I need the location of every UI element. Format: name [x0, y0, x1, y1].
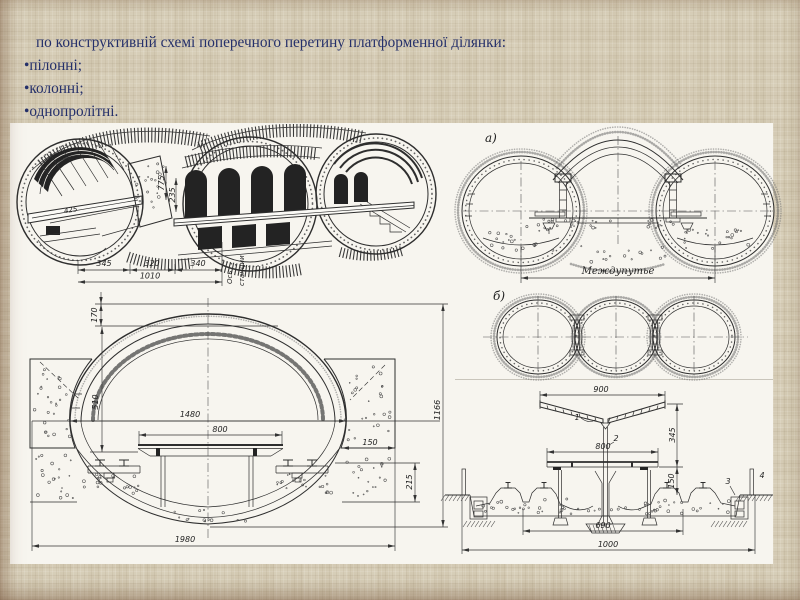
svg-text:150: 150: [667, 473, 676, 488]
svg-text:775: 775: [157, 175, 166, 190]
svg-text:800: 800: [595, 442, 610, 451]
surface-station-drawing: 900 1 2 345 150 800: [440, 385, 773, 554]
svg-text:2: 2: [613, 434, 618, 443]
single-vault-station-drawing: 170 510 1480 800 150 215 1166 1980: [29, 292, 448, 551]
svg-text:1: 1: [574, 413, 579, 422]
column-station-drawing: Междупутье а): [454, 126, 782, 283]
svg-text:170: 170: [90, 307, 99, 322]
slide-title: по конструктивній схемі поперечного пере…: [36, 34, 506, 51]
three-circle-station-drawing: б): [483, 289, 748, 381]
svg-text:340: 340: [190, 259, 205, 268]
svg-text:Ось: Ось: [226, 271, 234, 284]
svg-text:4: 4: [759, 471, 764, 480]
svg-text:станции: станции: [238, 255, 246, 286]
svg-text:1010: 1010: [140, 272, 160, 281]
svg-text:800: 800: [212, 425, 227, 434]
pylon-station-drawing: 425 345 320 340 1010 Ось станции 775 235: [16, 124, 437, 286]
svg-text:1480: 1480: [180, 410, 200, 419]
svg-text:345: 345: [668, 427, 677, 442]
svg-text:б): б): [493, 289, 505, 303]
svg-text:150: 150: [362, 438, 377, 447]
image-divider-line: [455, 379, 773, 380]
svg-text:1980: 1980: [175, 535, 195, 544]
svg-text:1000: 1000: [598, 540, 618, 549]
svg-text:Междупутье: Междупутье: [581, 266, 655, 277]
svg-text:510: 510: [91, 394, 100, 409]
svg-text:900: 900: [593, 385, 608, 394]
svg-text:345: 345: [96, 259, 111, 268]
svg-text:235: 235: [168, 187, 177, 202]
svg-text:690: 690: [595, 521, 610, 530]
svg-text:а): а): [485, 131, 497, 145]
slide-text: по конструктивній схемі поперечного пере…: [24, 31, 774, 123]
bullet-column: •колонні;: [24, 80, 84, 97]
svg-text:320: 320: [144, 259, 159, 268]
svg-text:215: 215: [405, 474, 414, 489]
svg-text:3: 3: [725, 477, 730, 486]
bullet-singlespan: •однопролітні.: [24, 103, 119, 120]
bullet-pylon: •пілонні;: [24, 57, 82, 74]
svg-text:425: 425: [63, 205, 78, 215]
svg-text:1166: 1166: [433, 400, 442, 420]
